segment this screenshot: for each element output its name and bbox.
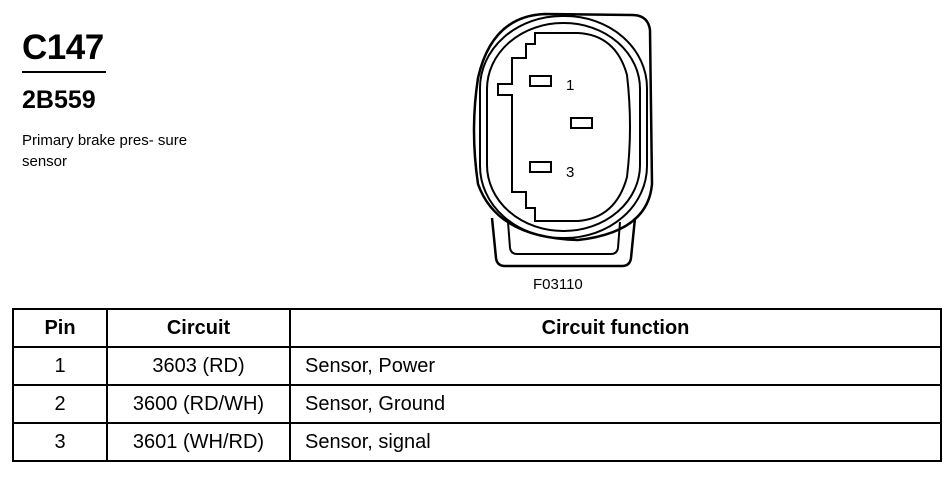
connector-id: C147 — [22, 28, 104, 67]
connector-face-diagram: 1 3 — [472, 12, 654, 268]
connector-id-underline — [22, 71, 106, 73]
table-header-row: Pin Circuit Circuit function — [12, 308, 942, 348]
circuit-cell: 3601 (WH/RD) — [106, 422, 291, 462]
pin-cell: 3 — [12, 422, 108, 462]
pin-3-terminal — [529, 161, 552, 173]
pin-1-terminal — [529, 75, 552, 87]
pin-cell: 1 — [12, 346, 108, 386]
pin-2-terminal — [570, 117, 593, 129]
connector-housing-ring-2 — [486, 22, 641, 232]
connector-header: C147 2B559 Primary brake pres- sure sens… — [22, 28, 222, 172]
pin-label-3: 3 — [566, 164, 574, 181]
table-row: 2 3600 (RD/WH) Sensor, Ground — [12, 384, 942, 424]
part-number: 2B559 — [22, 86, 96, 114]
connector-latch-inner — [507, 221, 621, 255]
figure-code: F03110 — [533, 276, 583, 293]
function-cell: Sensor, Power — [289, 346, 942, 386]
header-circuit: Circuit — [106, 308, 291, 348]
connector-latch — [490, 217, 637, 268]
connector-face — [497, 32, 631, 222]
table-row: 3 3601 (WH/RD) Sensor, signal — [12, 422, 942, 462]
connector-housing-ring-1 — [479, 15, 648, 239]
circuit-cell: 3603 (RD) — [106, 346, 291, 386]
header-circuit-function: Circuit function — [289, 308, 942, 348]
connector-description: Primary brake pres- sure sensor — [22, 132, 188, 170]
pin-cell: 2 — [12, 384, 108, 424]
pin-label-1: 1 — [566, 77, 574, 94]
circuit-cell: 3600 (RD/WH) — [106, 384, 291, 424]
function-cell: Sensor, signal — [289, 422, 942, 462]
connector-housing-outer — [472, 12, 654, 242]
header-pin: Pin — [12, 308, 108, 348]
function-cell: Sensor, Ground — [289, 384, 942, 424]
pinout-table: Pin Circuit Circuit function 1 3603 (RD)… — [12, 308, 942, 462]
table-row: 1 3603 (RD) Sensor, Power — [12, 346, 942, 386]
